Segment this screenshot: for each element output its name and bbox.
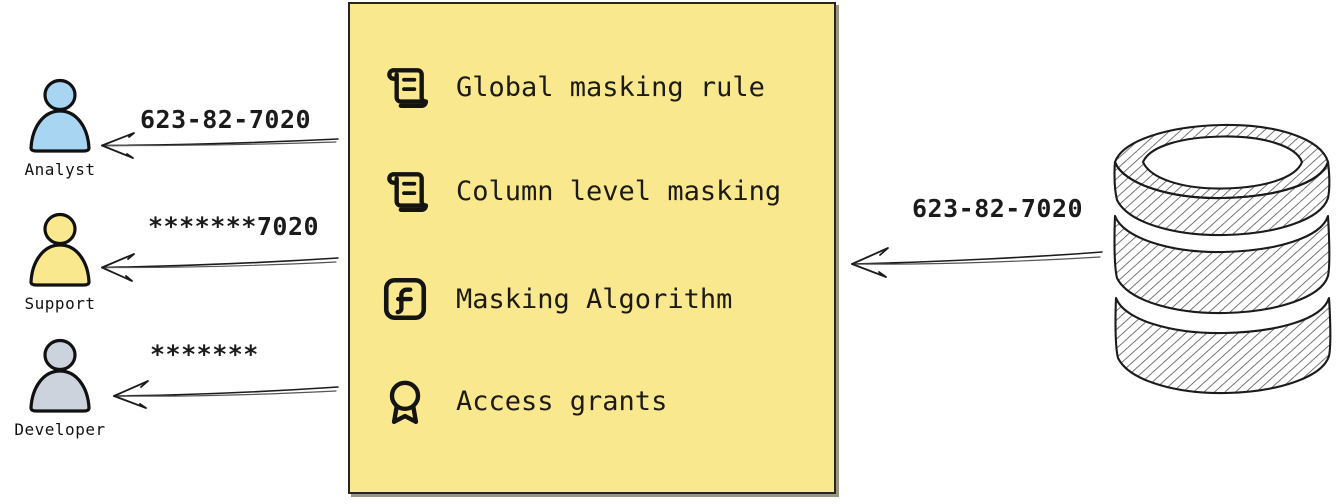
policy-box: Global masking rule Column level masking…: [348, 2, 836, 494]
scroll-icon: [387, 172, 429, 212]
flow-arrow-database: [851, 247, 1103, 278]
flow-arrow-analyst: [101, 132, 339, 159]
flow-label-database: 623-82-7020: [912, 194, 1084, 223]
policy-item-label: Global masking rule: [456, 71, 765, 103]
scroll-icon: [387, 68, 429, 108]
flow-label-support: *******7020: [148, 212, 320, 241]
policy-item-access-grants[interactable]: Access grants: [380, 376, 667, 426]
flow-arrow-support: [101, 253, 339, 282]
flow-label-analyst: 623-82-7020: [140, 105, 312, 134]
person-icon: [29, 338, 91, 413]
policy-item-label: Column level masking: [456, 175, 782, 207]
flow-arrow-developer: [113, 380, 339, 409]
actor-label: Analyst: [24, 160, 96, 179]
function-icon: [383, 277, 427, 321]
actor-label: Support: [24, 294, 96, 313]
person-icon: [29, 212, 91, 287]
person-icon: [29, 78, 91, 153]
award-icon: [389, 380, 421, 425]
actor-label: Developer: [14, 420, 106, 439]
flow-label-developer: *******: [150, 340, 259, 369]
actor-analyst: Analyst: [0, 78, 120, 179]
actor-developer: Developer: [0, 338, 120, 439]
policy-item-global-masking-rule[interactable]: Global masking rule: [380, 62, 765, 112]
actor-support: Support: [0, 212, 120, 313]
database-cylinder-icon: [1113, 123, 1332, 395]
policy-item-label: Access grants: [456, 385, 668, 417]
policy-item-column-level-masking[interactable]: Column level masking: [380, 166, 781, 216]
policy-item-masking-algorithm[interactable]: Masking Algorithm: [380, 274, 732, 324]
policy-item-label: Masking Algorithm: [456, 283, 733, 315]
